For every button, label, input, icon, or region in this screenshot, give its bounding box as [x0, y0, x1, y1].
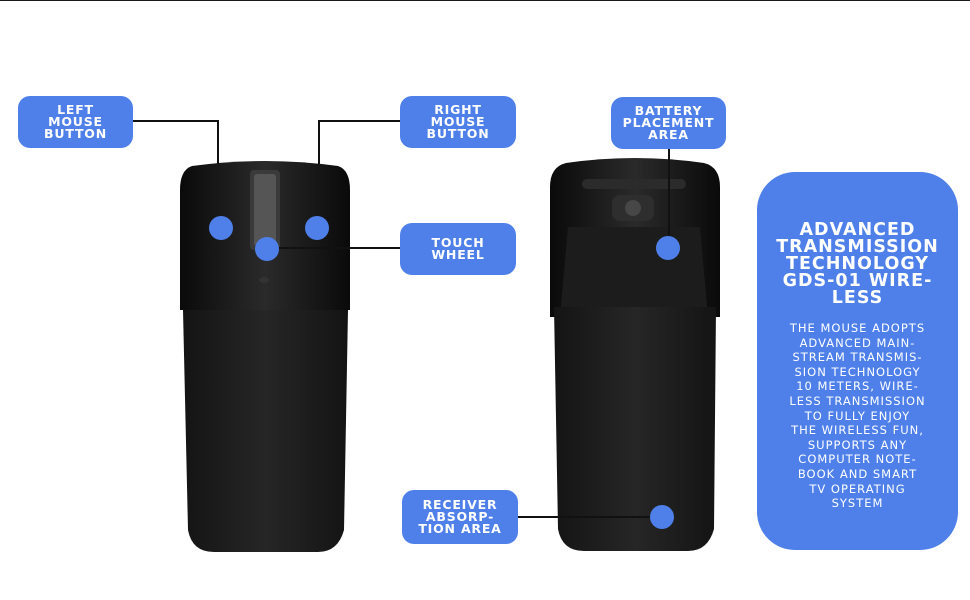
leader-line-left-vertical	[217, 120, 219, 164]
marker-dot-receiver	[650, 505, 674, 529]
marker-dot-battery	[656, 236, 680, 260]
leader-line-left-horizontal	[133, 120, 219, 122]
leader-line-right-vertical	[318, 120, 320, 164]
callout-right-mouse-button: RIGHT MOUSE BUTTON	[400, 96, 516, 148]
mouse-front-view	[178, 160, 353, 555]
marker-dot-right-button	[305, 216, 329, 240]
callout-left-mouse-button: LEFT MOUSE BUTTON	[18, 96, 133, 148]
callout-receiver-label: RECEIVER ABSORP- TION AREA	[418, 497, 502, 536]
callout-touch-wheel: TOUCH WHEEL	[400, 223, 516, 275]
leader-line-receiver	[518, 516, 658, 518]
leader-line-touch-wheel	[278, 247, 400, 249]
marker-dot-left-button	[209, 216, 233, 240]
panel-body: THE MOUSE ADOPTS ADVANCED MAIN- STREAM T…	[789, 321, 926, 511]
callout-battery-placement-area: BATTERY PLACEMENT AREA	[611, 97, 726, 149]
callout-touch-wheel-label: TOUCH WHEEL	[431, 235, 485, 262]
mouse-back-view	[548, 157, 723, 555]
info-panel-advanced-transmission: ADVANCED TRANSMISSION TECHNOLOGY GDS-01 …	[757, 172, 958, 550]
leader-line-battery	[668, 149, 670, 241]
leader-line-right-horizontal	[318, 120, 400, 122]
callout-left-mouse-button-label: LEFT MOUSE BUTTON	[44, 102, 107, 141]
top-border-line	[0, 0, 970, 1]
marker-dot-touch-wheel	[255, 237, 279, 261]
callout-right-mouse-button-label: RIGHT MOUSE BUTTON	[426, 102, 490, 141]
callout-receiver-absorption-area: RECEIVER ABSORP- TION AREA	[402, 490, 518, 544]
panel-title: ADVANCED TRANSMISSION TECHNOLOGY GDS-01 …	[776, 220, 939, 308]
callout-battery-label: BATTERY PLACEMENT AREA	[622, 103, 715, 142]
